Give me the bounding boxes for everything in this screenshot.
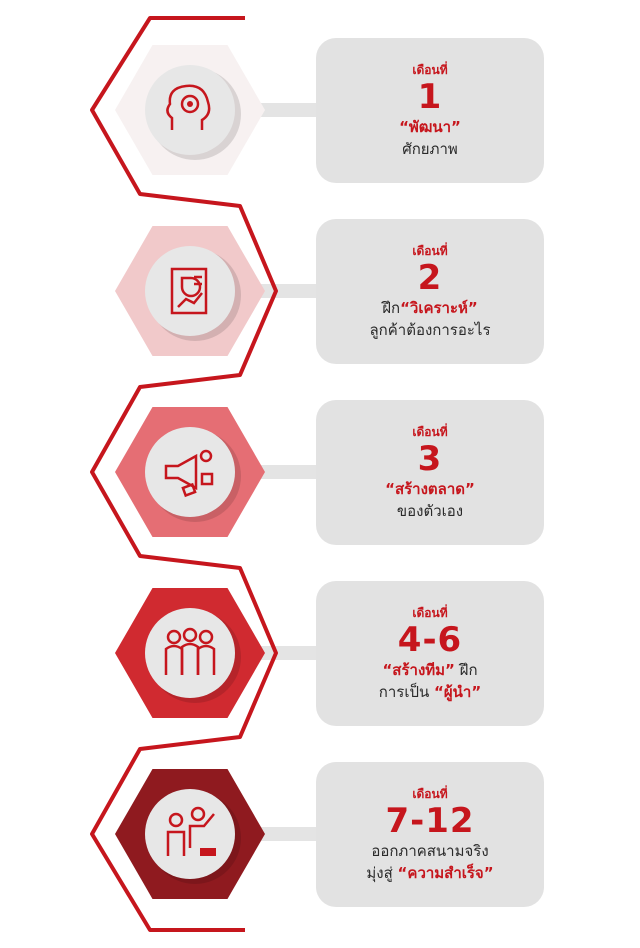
step-card-4: เดือนที่4-6“สร้างทีม” ฝึกการเป็น “ผู้นำ” [316,581,544,726]
month-number: 3 [417,438,443,479]
month-label: เดือนที่ [412,424,448,439]
plain-text: ฝึก [382,298,401,317]
icon-circle-3 [145,427,235,517]
leader-podium-icon [166,806,216,856]
highlight-text: “สร้างตลาด” [385,479,475,498]
step-description-line1: “พัฒนา” [399,116,461,138]
step-description-line2: ลูกค้าต้องการอะไร [369,319,490,341]
icon-circle-1 [145,65,235,155]
step-description-line2: การเป็น “ผู้นำ” [379,681,481,703]
month-number: 1 [417,76,443,117]
plain-text: ของตัวเอง [396,501,464,520]
icon-circle-4 [145,608,235,698]
chain-outline [90,16,278,932]
plain-text: ฝึก [454,660,478,679]
month-label: เดือนที่ [412,605,448,620]
highlight-text: “ผู้นำ” [434,682,482,701]
plain-text: ออกภาคสนามจริง [371,841,489,860]
plain-text: การเป็น [378,682,435,701]
month-number: 7-12 [385,800,475,841]
plain-text: ลูกค้าต้องการอะไร [369,320,491,339]
report-chart-icon [170,267,208,315]
step-card-3: เดือนที่3“สร้างตลาด” ของตัวเอง [316,400,544,545]
step-description-line2: มุ่งสู่ “ความสำเร็จ” [366,862,493,884]
highlight-text: “วิเคราะห์” [400,298,478,317]
plain-text: ศักยภาพ [402,139,458,158]
step-card-1: เดือนที่1“พัฒนา” ศักยภาพ [316,38,544,183]
month-label: เดือนที่ [412,62,448,77]
highlight-text: “สร้างทีม” [382,660,455,679]
step-description-line1: ออกภาคสนามจริง [371,840,488,862]
team-icon [164,627,216,675]
plain-text: มุ่งสู่ [366,863,398,882]
highlight-text: “พัฒนา” [399,117,461,136]
step-description-line1: “สร้างตลาด” [385,478,475,500]
month-label: เดือนที่ [412,243,448,258]
megaphone-icon [164,449,214,498]
month-label: เดือนที่ [412,786,448,801]
month-number: 4-6 [397,619,463,660]
step-description-line1: “สร้างทีม” ฝึก [382,659,477,681]
step-description-line1: ฝึก“วิเคราะห์” [382,297,478,319]
icon-circle-2 [145,246,235,336]
highlight-text: “ความสำเร็จ” [397,863,494,882]
head-gear-icon [166,84,211,130]
step-description-line2: ของตัวเอง [397,500,463,522]
month-number: 2 [417,257,443,298]
step-description-line2: ศักยภาพ [402,138,458,160]
